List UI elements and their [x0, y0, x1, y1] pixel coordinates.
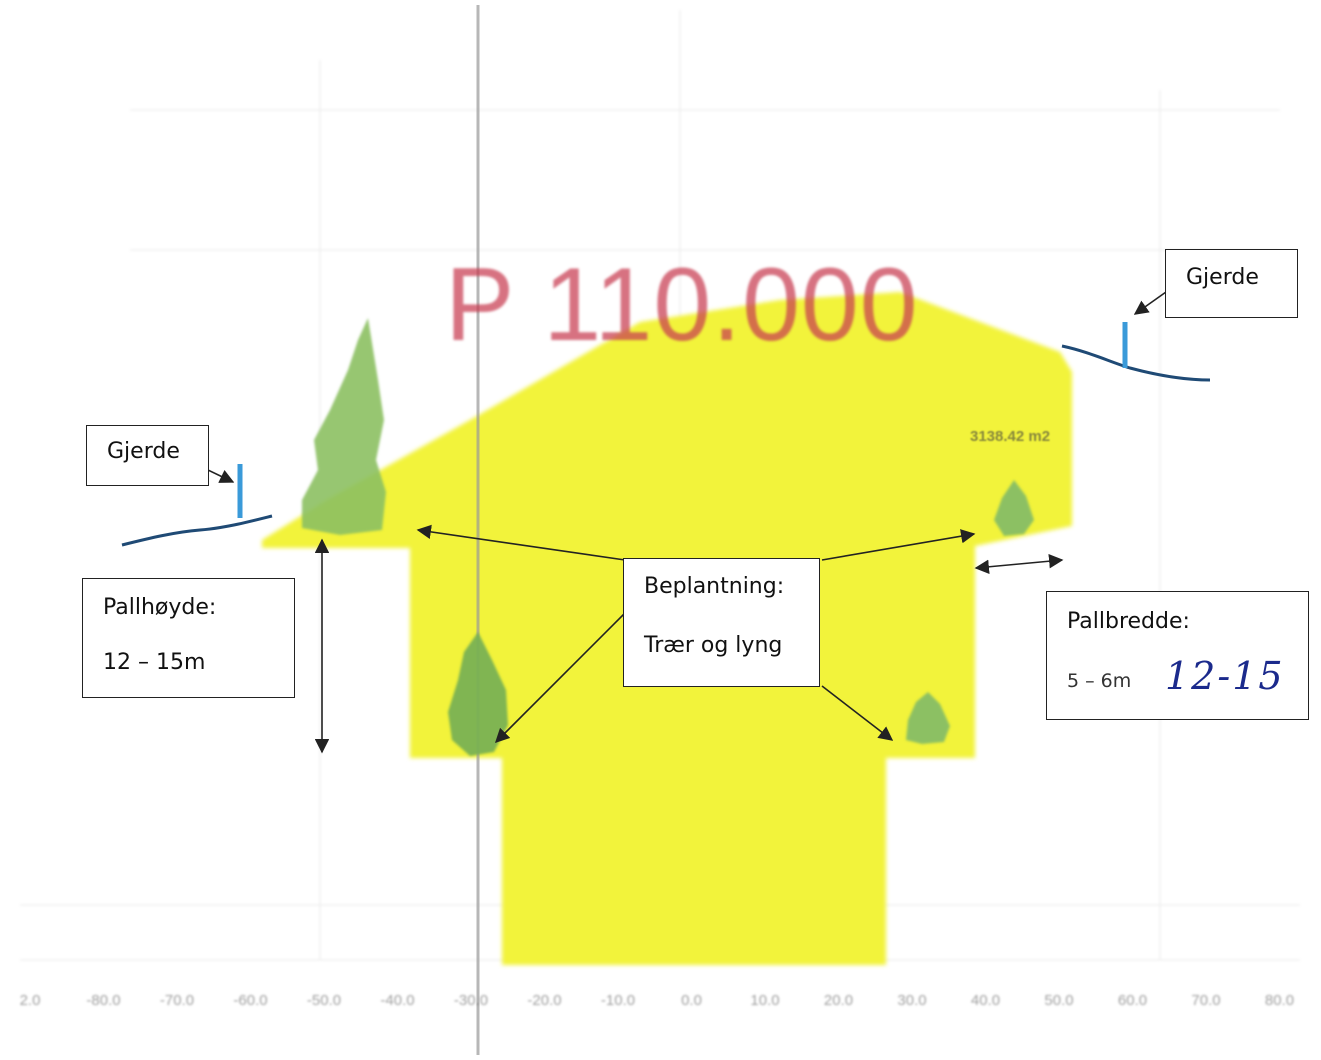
callout-bench-height-heading: Pallhøyde:	[103, 595, 217, 620]
axis-tick-label: -70.0	[159, 992, 195, 1009]
callout-bench-width: Pallbredde: 5 – 6m 12-15	[1046, 591, 1309, 720]
axis-tick-label: 10.0	[750, 992, 780, 1009]
arrow-gjerde-left	[207, 469, 235, 483]
axis-tick-label: -50.0	[306, 992, 342, 1009]
callout-bench-height-value: 12 – 15m	[103, 650, 206, 675]
axis-tick-label: -40.0	[380, 992, 415, 1009]
arrow-pallbredde	[974, 554, 1064, 574]
callout-planting: Beplantning: Trær og lyng	[623, 558, 820, 687]
callout-bench-width-handwritten: 12-15	[1165, 654, 1285, 698]
vegetation	[302, 318, 1034, 756]
profile-title: P 110.000	[445, 247, 919, 363]
callout-fence-right: Gjerde	[1165, 249, 1298, 318]
callout-planting-heading: Beplantning:	[644, 574, 785, 599]
axis-tick-label: -80.0	[86, 992, 121, 1009]
axis-tick-label: 50.0	[1044, 992, 1074, 1009]
axis-tick-label: -10.0	[600, 992, 636, 1009]
arrow-gjerde-right	[1133, 291, 1167, 315]
terrain-line-left	[121, 514, 273, 547]
axis-tick-label: -20.0	[527, 992, 562, 1009]
lower-bench-fill	[502, 740, 886, 965]
axis-tick-label: 80.0	[1264, 992, 1295, 1009]
callout-bench-width-struck: 5 – 6m	[1067, 670, 1132, 692]
axis-tick-label: -60.0	[233, 992, 268, 1009]
callout-fence-left: Gjerde	[86, 425, 209, 486]
annotation-arrows	[207, 291, 1167, 754]
bush-right-lower	[906, 692, 950, 744]
axis-tick-label: 0.0	[681, 992, 702, 1009]
callout-fence-right-text: Gjerde	[1186, 265, 1259, 290]
arrow-planting-lower-right	[821, 685, 894, 741]
axis-tick-label: -30.0	[453, 992, 489, 1009]
arrow-planting-upper-left	[416, 524, 626, 561]
axis-tick-label: 2.0	[19, 992, 41, 1009]
callout-fence-left-text: Gjerde	[107, 439, 180, 464]
tree-middle-left	[448, 632, 508, 756]
area-label: 3138.42 m2	[970, 428, 1051, 445]
callout-bench-height: Pallhøyde: 12 – 15m	[82, 578, 295, 698]
axis-tick-label: 60.0	[1117, 992, 1148, 1009]
arrow-planting-upper-right	[821, 529, 976, 561]
tree-large-left	[302, 318, 386, 535]
axis-tick-label: 70.0	[1191, 992, 1221, 1009]
axis-tick-label: 40.0	[970, 992, 1001, 1009]
axis-tick-label: 30.0	[897, 992, 927, 1009]
terrain-line-right	[1061, 344, 1211, 382]
upper-bench-fill	[262, 292, 1072, 548]
bush-right-upper	[994, 480, 1034, 536]
callout-planting-value: Trær og lyng	[644, 633, 783, 658]
arrow-planting-lower-left	[494, 613, 625, 744]
axis-tick-label: 20.0	[823, 992, 854, 1009]
callout-bench-width-heading: Pallbredde:	[1067, 609, 1190, 634]
